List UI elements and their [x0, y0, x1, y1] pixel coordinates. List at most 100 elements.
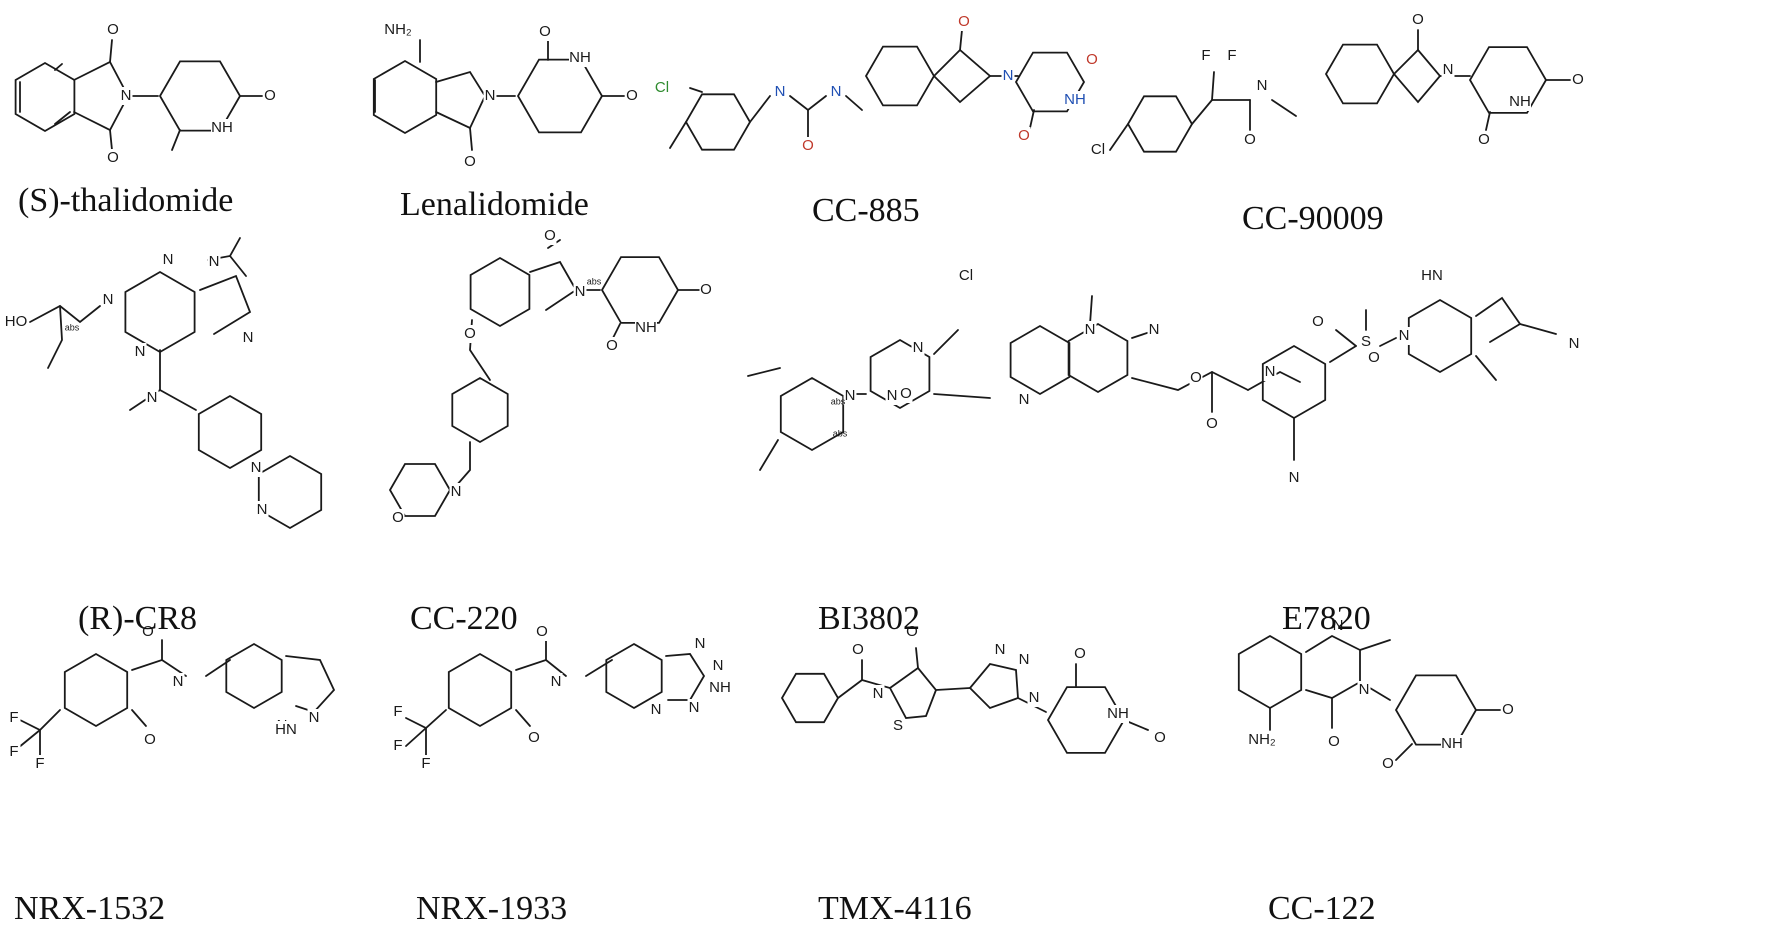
atom-label-bg: [687, 699, 701, 717]
atom-label-bg: [106, 21, 120, 39]
atom-label-bg: [871, 685, 885, 703]
atom-label: Cl: [1091, 141, 1105, 158]
bond: [1067, 322, 1129, 394]
atom-label: N: [103, 291, 114, 308]
atom-label: O: [802, 137, 814, 154]
atom-label-bg: [693, 635, 707, 653]
atom-label-bg: [569, 49, 591, 67]
atom-label-bg: [207, 253, 221, 271]
atom-label: O: [1074, 645, 1086, 662]
atom-label-bg: [449, 483, 463, 501]
atom-label: O: [1478, 131, 1490, 148]
bond: [780, 672, 840, 724]
compound-name: NRX-1532: [14, 890, 166, 927]
atom-label-bg: [161, 251, 175, 269]
bond: [959, 29, 963, 51]
bond: [1394, 674, 1478, 746]
atom-label: O: [700, 281, 712, 298]
atom-label-bg: [773, 83, 787, 101]
bond: [1335, 329, 1357, 347]
bond: [605, 642, 663, 710]
atom-label-bg: [382, 21, 414, 39]
atom-label: O: [539, 23, 551, 40]
atom-label-bg: [1567, 335, 1581, 353]
bond: [1475, 296, 1522, 343]
atom-label: NH: [635, 319, 657, 336]
atom-label-bg: [1311, 313, 1325, 331]
bond: [1247, 370, 1301, 391]
bond: [1029, 109, 1035, 129]
atom-label-bg: [1411, 11, 1425, 29]
atom-label-bg: [543, 227, 557, 245]
bond: [1407, 298, 1473, 374]
bond: [969, 662, 1019, 710]
compound-name: (S)-thalidomide: [18, 182, 234, 219]
bond: [516, 58, 604, 134]
atom-label-bg: [851, 641, 865, 659]
bond: [545, 659, 567, 677]
bond: [199, 274, 252, 335]
atom-label-bg: [1205, 415, 1219, 433]
bond: [933, 329, 959, 355]
atom-label: O: [544, 227, 556, 244]
atom-label-bg: [463, 325, 477, 343]
atom-label-bg: [391, 703, 405, 721]
atom-label: O: [1412, 11, 1424, 28]
bond: [469, 256, 531, 328]
bond: [19, 709, 61, 732]
bond: [915, 647, 919, 669]
atom-label: F: [9, 743, 18, 760]
atom-label: F: [393, 703, 402, 720]
atom-label: O: [1382, 755, 1394, 772]
atom-label: O: [464, 325, 476, 342]
atom-label: O: [1086, 51, 1098, 68]
bond: [869, 338, 931, 410]
atom-label: O: [1312, 313, 1324, 330]
bond: [405, 727, 427, 747]
atom-label: N: [913, 339, 924, 356]
bond: [469, 127, 473, 151]
atom-label-bg: [1367, 349, 1381, 367]
bond: [1359, 639, 1391, 651]
atom-label: F: [1227, 47, 1236, 64]
bond: [171, 129, 181, 151]
atom-label: O: [906, 623, 918, 640]
bond: [600, 256, 680, 324]
atom-label: N: [887, 387, 898, 404]
atom-label: S: [893, 717, 903, 734]
atom-label: O: [142, 623, 154, 640]
atom-label: O: [1190, 369, 1202, 386]
atom-label-bg: [843, 387, 857, 405]
atom-label: O: [1244, 131, 1256, 148]
atom-label: O: [1206, 415, 1218, 432]
bond: [1211, 71, 1215, 101]
bond: [451, 376, 509, 444]
bond: [864, 45, 936, 107]
atom-label-bg: [651, 79, 673, 97]
atom-label: N: [1443, 61, 1454, 78]
atom-label-bg: [1441, 735, 1463, 753]
bond: [131, 709, 147, 727]
bond: [285, 655, 336, 714]
compound-name: CC-885: [812, 192, 920, 229]
bond: [669, 121, 687, 149]
atom-label-bg: [1509, 93, 1531, 111]
atom-label-bg: [1501, 701, 1515, 719]
bond: [405, 709, 447, 730]
atom-label: NH₂: [1248, 731, 1276, 748]
atom-label-bg: [1331, 617, 1345, 635]
compound-name: E7820: [1282, 600, 1371, 637]
atom-label-bg: [255, 501, 269, 519]
atom-label-bg: [538, 23, 552, 41]
bond: [747, 367, 781, 377]
atom-label-bg: [801, 137, 815, 155]
atom-label-bg: [699, 281, 713, 299]
atom-label: N: [485, 87, 496, 104]
atom-label: HN: [275, 721, 297, 738]
atom-label: N: [1019, 391, 1030, 408]
